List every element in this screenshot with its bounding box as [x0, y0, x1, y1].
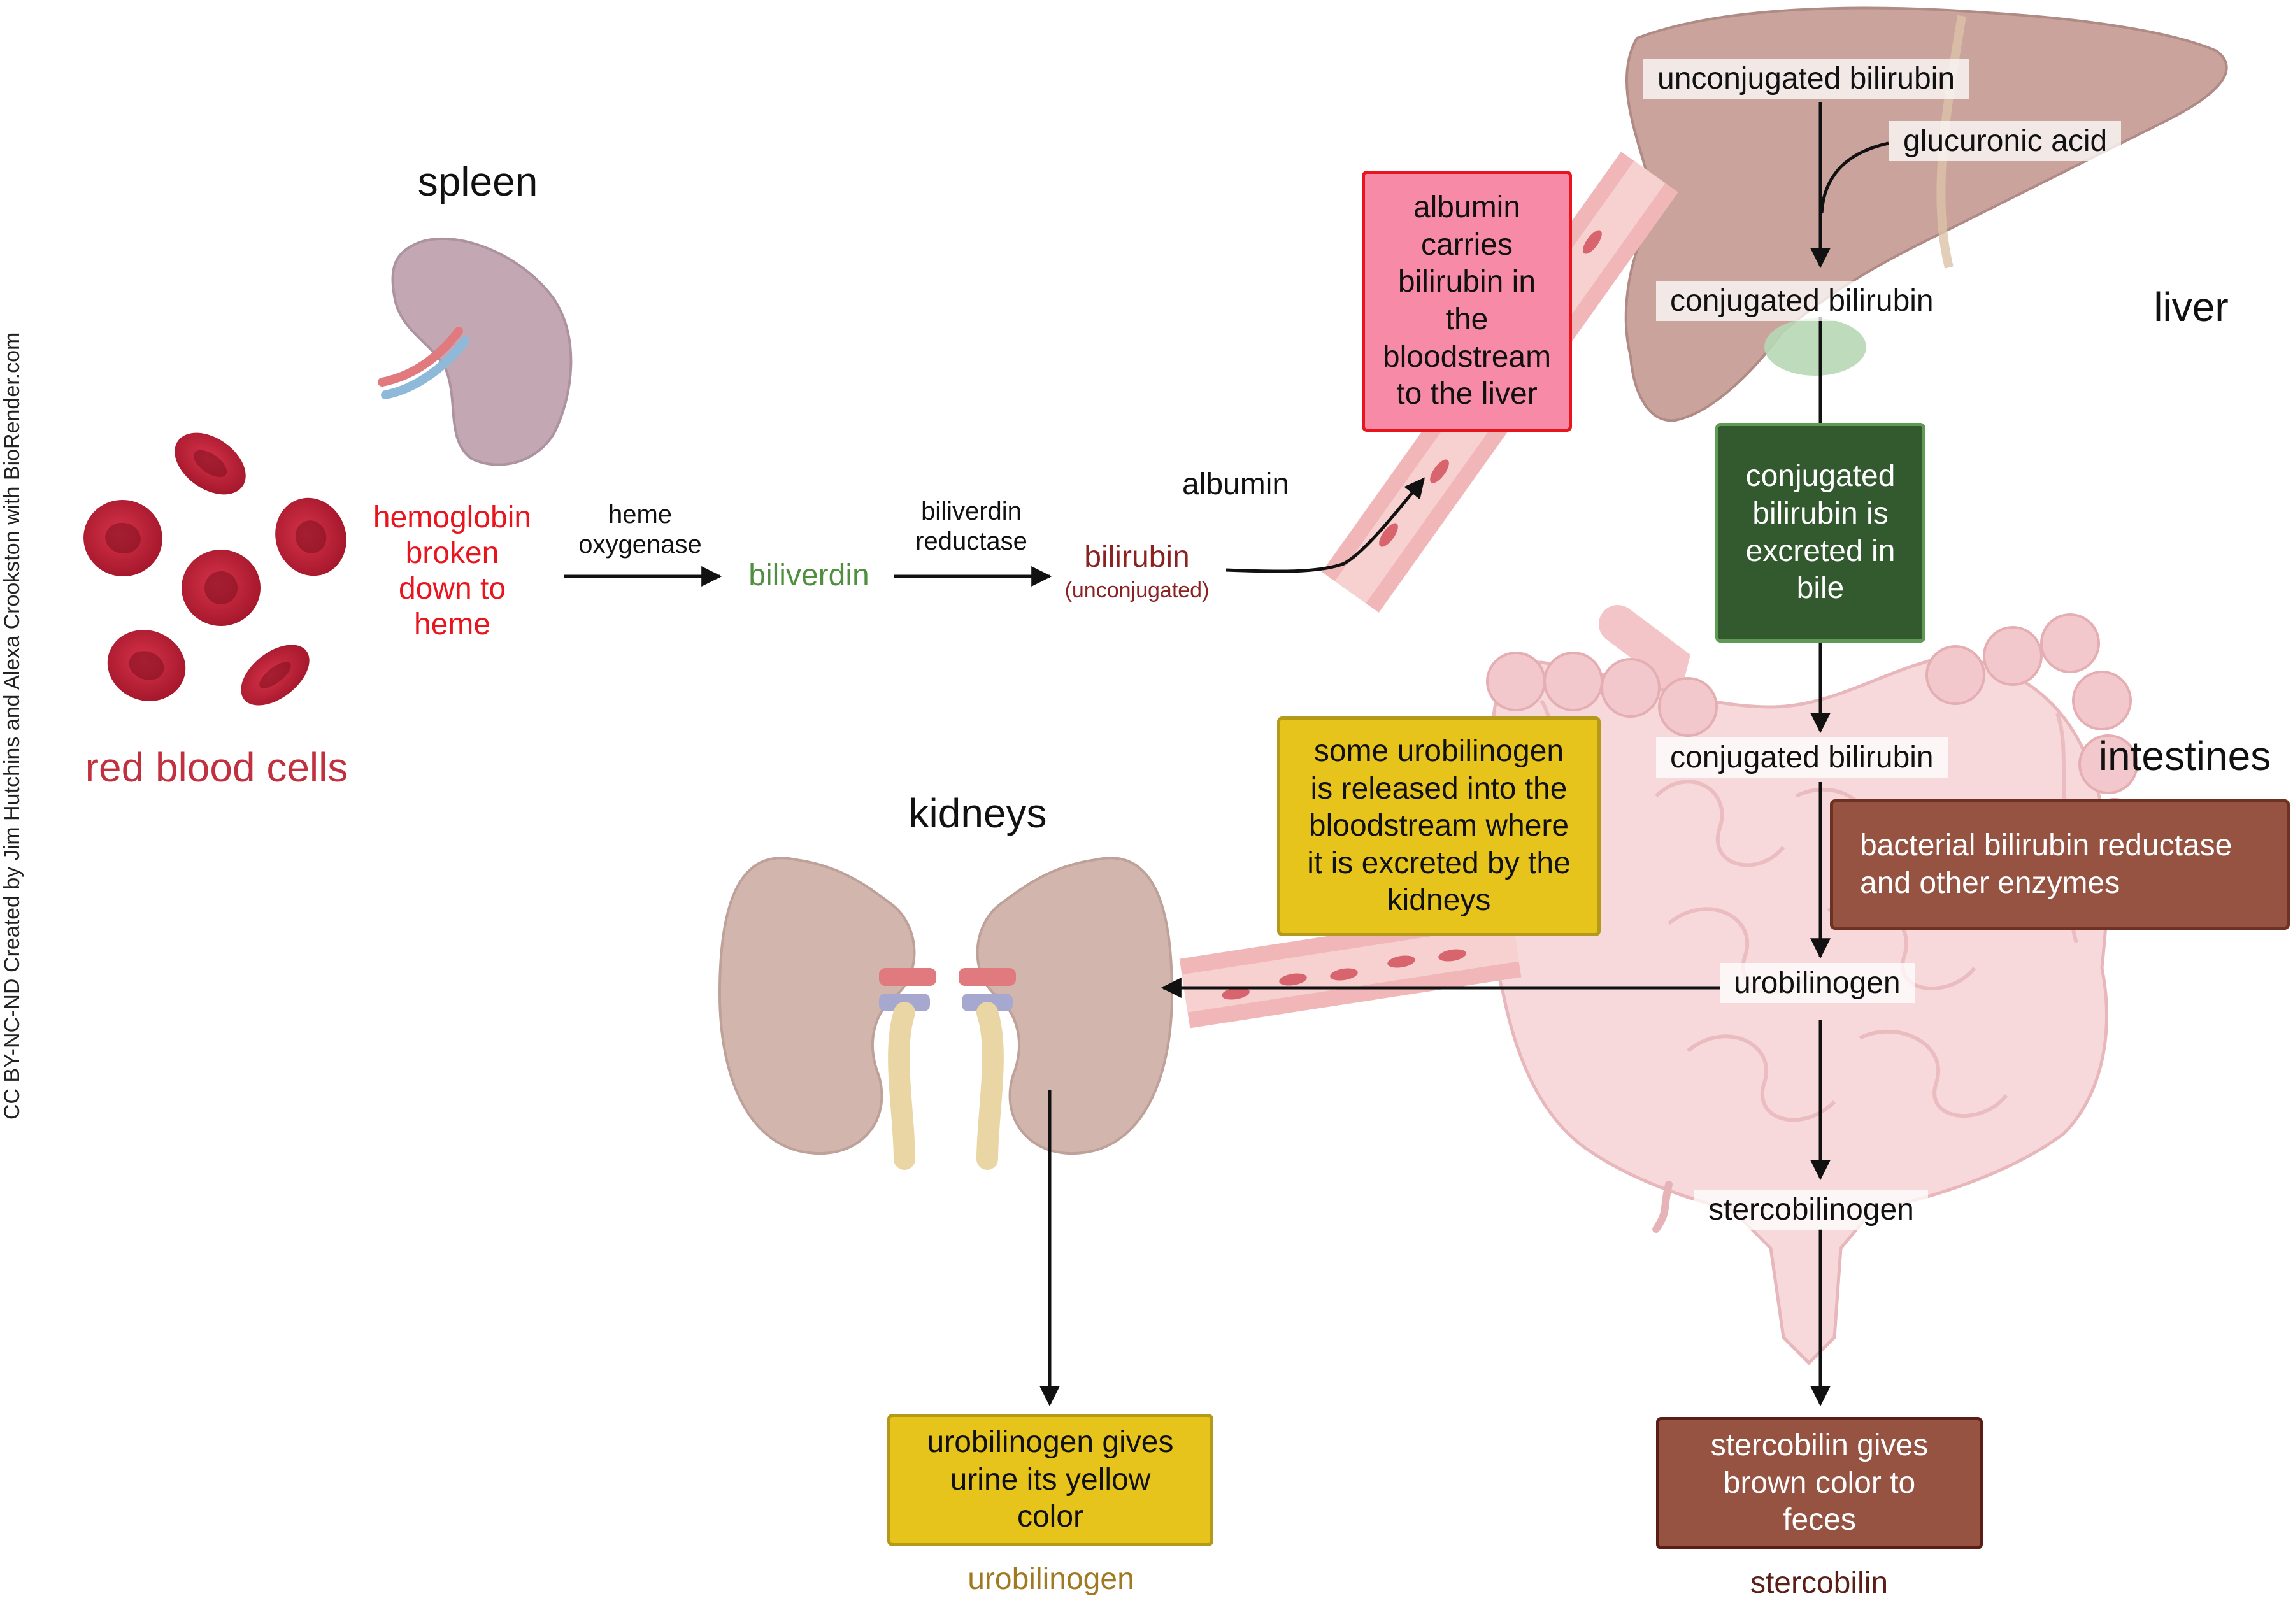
arrow-glucuronic-acid — [1820, 141, 1889, 214]
released-box-line-5: kidneys — [1387, 883, 1491, 918]
biliverdin-reductase-line-1: biliverdin — [921, 497, 1022, 525]
spleen-title: spleen — [417, 159, 538, 204]
heme-oxygenase-line-2: oxygenase — [578, 530, 702, 559]
albumin-box-line-2: carries — [1420, 227, 1513, 262]
released-box-line-4: it is excreted by the — [1307, 846, 1571, 880]
biliverdin-reductase-label: biliverdin reductase — [892, 497, 1051, 557]
feces-box-line-1: stercobilin gives — [1710, 1428, 1929, 1463]
hemoglobin-line-2: broken — [405, 536, 499, 571]
conjugated-bilirubin-liver-chip: conjugated bilirubin — [1656, 281, 1948, 321]
blood-vessel-kidney — [1179, 908, 1522, 1029]
excreted-in-bile-box: conjugated bilirubin is excreted in bile — [1715, 423, 1925, 643]
pathway-arrows — [564, 102, 1889, 1407]
biliverdin-label: biliverdin — [748, 559, 869, 592]
urobilinogen-chip: urobilinogen — [1720, 963, 1915, 1003]
released-box-line-2: is released into the — [1310, 771, 1568, 806]
red-blood-cells-illustration — [83, 432, 346, 706]
arrow-albumin — [1225, 477, 1425, 573]
bilirubin-label: bilirubin — [1084, 540, 1190, 574]
intestines-title: intestines — [2098, 733, 2271, 779]
hemoglobin-line-3: down to — [398, 572, 506, 606]
kidneys-illustration — [718, 857, 1174, 1170]
hemoglobin-line-4: heme — [413, 608, 491, 642]
conjugated-bilirubin-intestine-chip: conjugated bilirubin — [1656, 737, 1948, 778]
hemoglobin-line-1: hemoglobin — [373, 501, 532, 534]
albumin-box-line-6: to the liver — [1396, 377, 1538, 411]
urine-box-line-1: urobilinogen gives — [927, 1425, 1174, 1460]
heme-oxygenase-label: heme oxygenase — [561, 500, 720, 560]
red-blood-cells-label: red blood cells — [85, 744, 348, 790]
bacterial-box-line-2: and other enzymes — [1860, 865, 2120, 900]
bile-box-line-2: bilirubin is — [1752, 496, 1889, 531]
liver-title: liver — [2154, 284, 2229, 330]
feces-box-line-2: brown color to — [1723, 1465, 1916, 1500]
albumin-label: albumin — [1182, 467, 1290, 501]
albumin-box-line-1: albumin — [1413, 190, 1521, 225]
urine-color-box: urobilinogen gives urine its yellow colo… — [887, 1414, 1213, 1546]
bile-box-line-4: bile — [1796, 571, 1845, 606]
unconjugated-bilirubin-chip: unconjugated bilirubin — [1643, 59, 1969, 99]
released-box-line-1: some urobilinogen — [1313, 734, 1564, 769]
urine-box-line-3: color — [1017, 1500, 1084, 1534]
albumin-box-line-5: bloodstream — [1382, 339, 1552, 374]
feces-box-line-3: feces — [1783, 1503, 1856, 1537]
bacterial-box-line-1: bacterial bilirubin reductase — [1860, 828, 2232, 862]
albumin-box-line-4: the — [1445, 303, 1489, 336]
albumin-box-line-3: bilirubin in — [1397, 265, 1536, 299]
albumin-carries-box: albumin carries bilirubin in the bloodst… — [1362, 171, 1572, 432]
bile-box-line-1: conjugated — [1745, 459, 1896, 494]
unconjugated-note: (unconjugated) — [1064, 578, 1210, 602]
stercobilinogen-chip: stercobilinogen — [1694, 1190, 1928, 1230]
hemoglobin-label: hemoglobin broken down to heme — [357, 500, 548, 643]
urine-box-line-2: urine its yellow — [950, 1462, 1151, 1497]
released-box-line-3: bloodstream where — [1308, 809, 1569, 843]
spleen-illustration — [378, 237, 573, 466]
heme-oxygenase-line-1: heme — [608, 501, 673, 529]
bacterial-reductase-box: bacterial bilirubin reductase and other … — [1830, 799, 2290, 930]
biliverdin-reductase-line-2: reductase — [915, 527, 1027, 555]
stercobilin-bottom-label: stercobilin — [1750, 1566, 1889, 1600]
released-urobilinogen-box: some urobilinogen is released into the b… — [1277, 716, 1601, 936]
credit-text: CC BY-NC-ND Created by Jim Hutchins and … — [0, 332, 25, 1120]
kidneys-title: kidneys — [908, 790, 1047, 836]
feces-color-box: stercobilin gives brown color to feces — [1656, 1417, 1983, 1549]
glucuronic-acid-chip: glucuronic acid — [1889, 121, 2122, 161]
bile-box-line-3: excreted in — [1745, 534, 1896, 568]
urobilinogen-bottom-label: urobilinogen — [968, 1562, 1134, 1596]
